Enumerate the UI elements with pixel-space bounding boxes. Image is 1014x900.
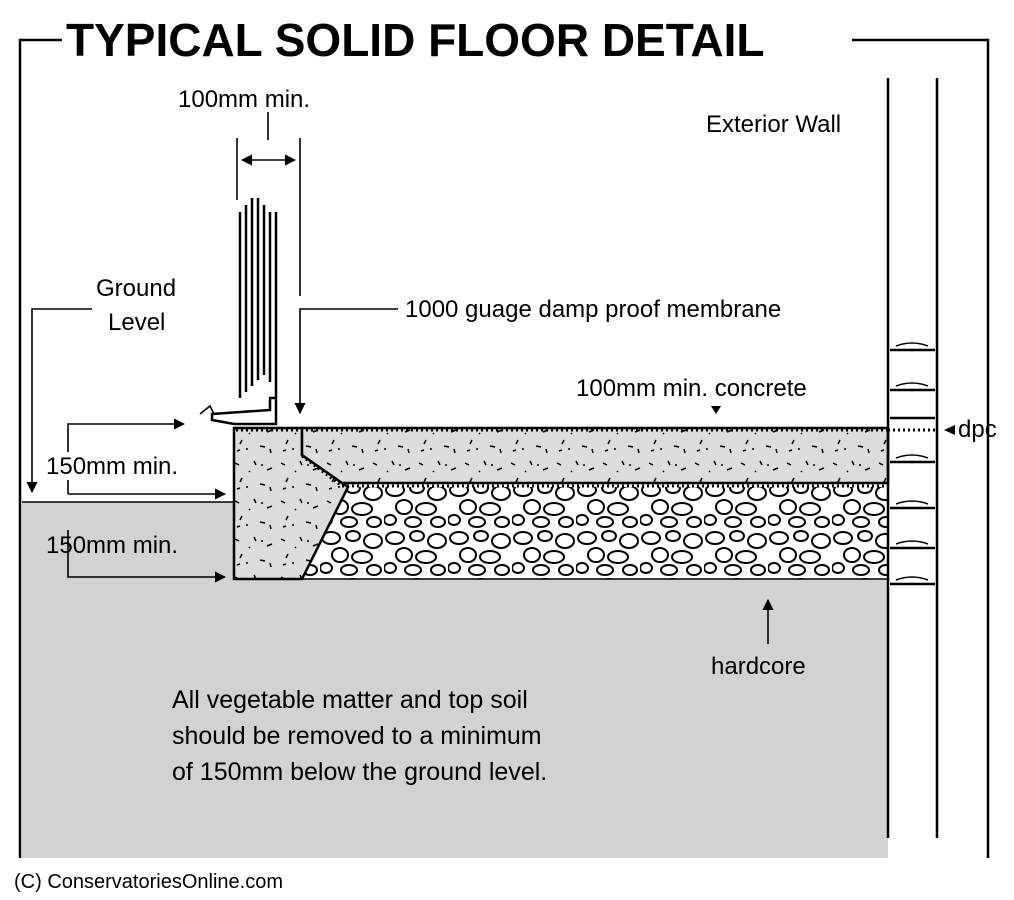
hardcore-label: hardcore	[711, 653, 806, 680]
note-line-2: should be removed to a minimum	[172, 722, 542, 750]
concrete-label: 100mm min. concrete	[576, 375, 807, 402]
ground-level-label-1: Ground	[96, 275, 176, 302]
concrete-arrow	[711, 406, 721, 414]
note-line-1: All vegetable matter and top soil	[172, 686, 528, 714]
diagram-title: TYPICAL SOLID FLOOR DETAIL	[66, 14, 765, 66]
top-width-label: 100mm min.	[178, 86, 310, 113]
exterior-wall-label: Exterior Wall	[706, 111, 841, 138]
note-line-3: of 150mm below the ground level.	[172, 758, 547, 786]
membrane-under-slab	[301, 454, 888, 488]
slab-concrete	[300, 426, 890, 485]
membrane-leader	[294, 308, 398, 415]
membrane-label: 1000 guage damp proof membrane	[405, 296, 781, 323]
frame-border	[18, 38, 990, 858]
depth-label-lower: 150mm min.	[46, 532, 178, 559]
dpc-arrow	[944, 425, 955, 435]
sill-section	[199, 198, 278, 426]
ground-level-leader	[26, 308, 92, 494]
copyright-credit: (C) ConservatoriesOnline.com	[14, 871, 283, 893]
dpc-label: dpc	[958, 416, 997, 443]
exterior-wall	[886, 78, 939, 838]
hardcore-fill	[234, 487, 888, 579]
ground-level-label-2: Level	[108, 309, 165, 336]
depth-dim-lower-leader	[67, 530, 227, 583]
depth-label-upper: 150mm min.	[46, 453, 178, 480]
